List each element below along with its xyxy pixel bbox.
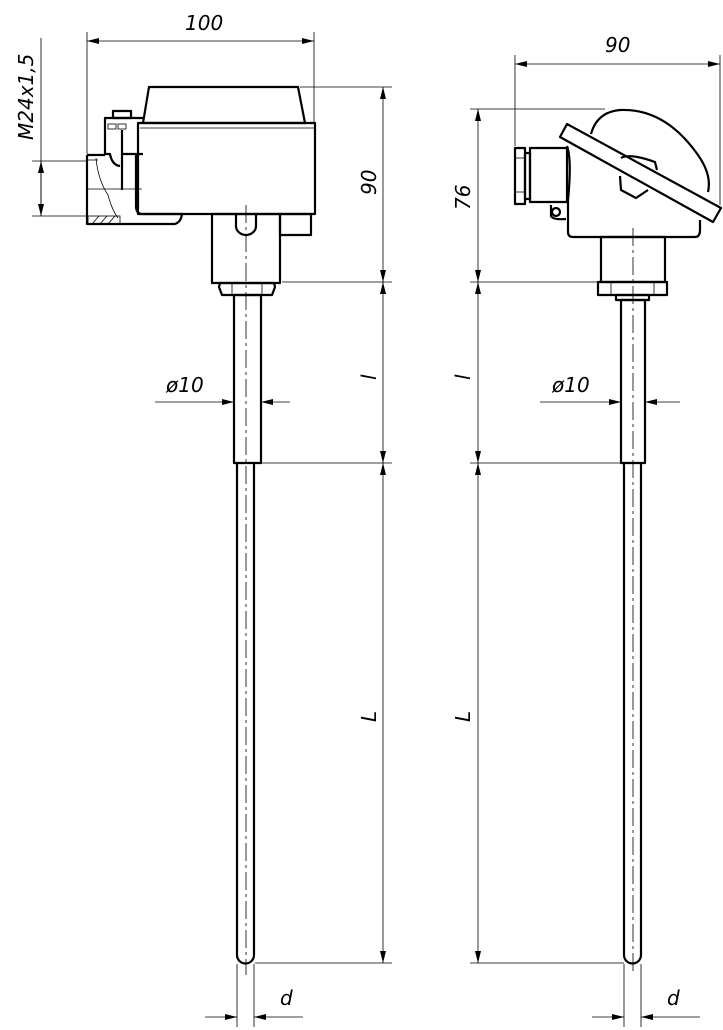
probe-length-dim-label: L <box>357 711 381 722</box>
right-head <box>513 108 723 975</box>
right-probe <box>619 298 647 965</box>
thread-dim-label: M24x1,5 <box>14 54 38 140</box>
probe-dia-dim-label: d <box>280 986 293 1010</box>
head-height-dim-label: 76 <box>451 185 475 210</box>
left-view: 100 M24x1,5 90 l L ø10 <box>14 11 392 1027</box>
probe-length-dim-label: L <box>451 711 475 722</box>
left-dimensions: 100 M24x1,5 90 l L ø10 <box>14 11 392 1027</box>
sleeve-dia-dim-label: ø10 <box>551 373 590 397</box>
width-dim-label: 100 <box>185 11 223 35</box>
head-height-dim-label: 90 <box>357 170 381 195</box>
left-head <box>85 85 317 975</box>
width-dim-label: 90 <box>605 33 630 57</box>
sleeve-length-dim-label: l <box>451 374 475 380</box>
thread-hatch <box>87 215 121 225</box>
sleeve-length-dim-label: l <box>357 374 381 380</box>
probe-dia-dim-label: d <box>667 986 680 1010</box>
right-dimensions: 90 76 l L ø10 d <box>451 33 721 1027</box>
left-probe <box>232 293 263 965</box>
sleeve-dia-dim-label: ø10 <box>165 373 204 397</box>
right-view: 90 76 l L ø10 d <box>451 33 723 1027</box>
